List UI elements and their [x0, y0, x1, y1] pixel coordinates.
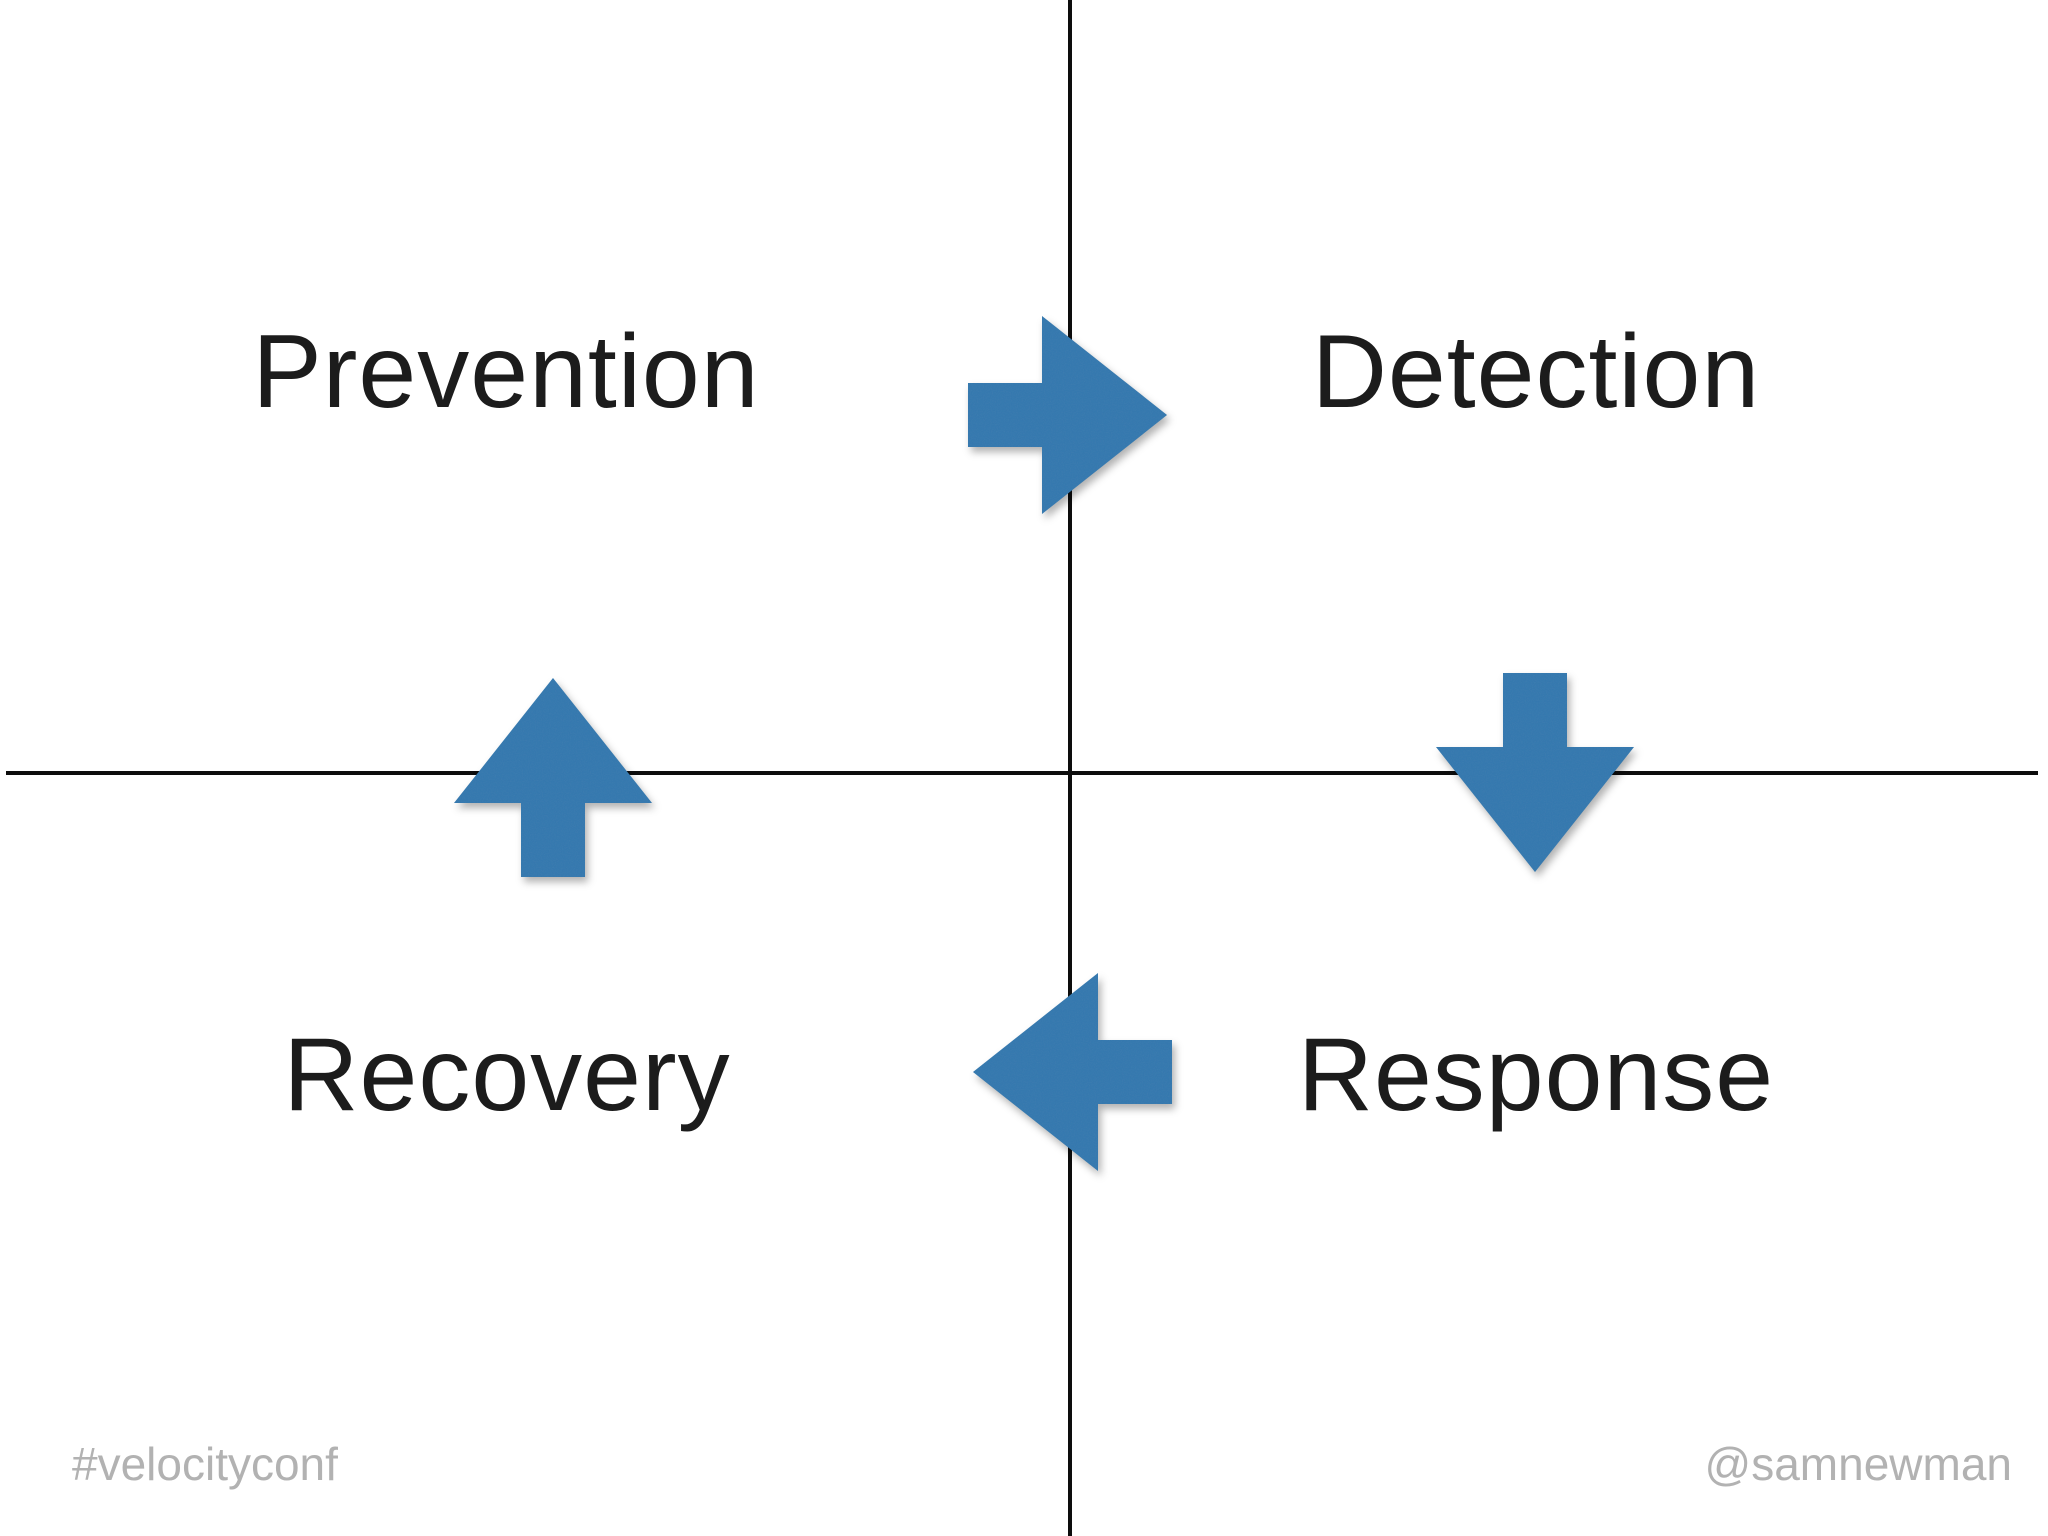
arrow-right-icon: [968, 315, 1168, 515]
quadrant-label-detection: Detection: [1311, 314, 1761, 430]
quadrant-label-prevention: Prevention: [252, 314, 760, 430]
quadrant-label-recovery: Recovery: [283, 1017, 731, 1133]
horizontal-axis-line: [6, 771, 2038, 775]
footer-twitter-handle: @samnewman: [1704, 1438, 2012, 1490]
vertical-axis-line: [1068, 0, 1072, 1536]
arrow-down-icon: [1435, 673, 1635, 873]
arrow-left-icon: [972, 972, 1172, 1172]
footer-hashtag: #velocityconf: [72, 1438, 338, 1490]
arrow-up-icon: [453, 677, 653, 877]
quadrant-label-response: Response: [1297, 1017, 1775, 1133]
